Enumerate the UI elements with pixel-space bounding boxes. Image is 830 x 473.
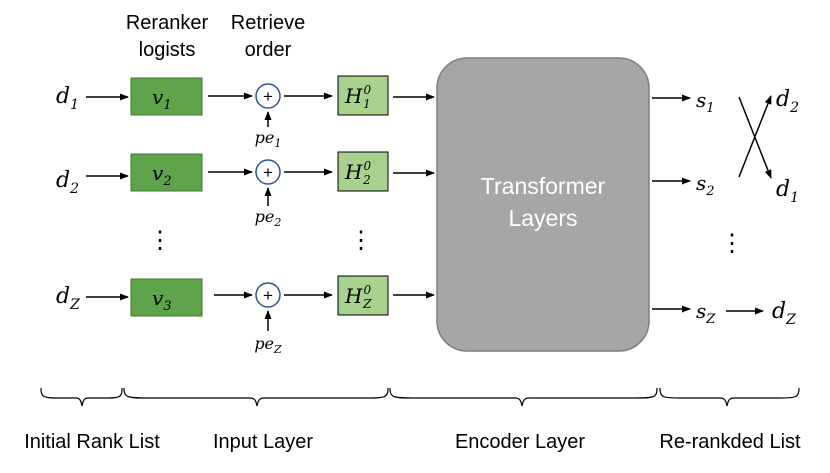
cross-arrow-up [738, 95, 772, 178]
score-2: s2 [696, 171, 715, 199]
section-label-input-layer: Input Layer [213, 431, 313, 453]
reranker-logit-label-z: v3 [152, 286, 172, 314]
output-doc-1: d2 [776, 87, 799, 116]
reranker-logit-label-1: v1 [152, 85, 172, 113]
score-1: s1 [696, 88, 715, 116]
header-retrieve-order: Retrieve [231, 12, 305, 34]
position-embedding-z: peZ [254, 334, 282, 356]
output-doc-2: d1 [776, 177, 799, 206]
brace-initial-rank-list [40, 387, 123, 407]
position-embedding-2: pe2 [255, 207, 282, 229]
section-braces [40, 387, 800, 407]
reranker-logit-label-2: v2 [152, 161, 172, 189]
reranker-logit-box-z [130, 278, 203, 317]
plus-sign-2: + [263, 163, 273, 182]
input-embedding-box-2 [337, 151, 389, 192]
ellipsis-logits: ⋮ [148, 227, 172, 254]
brace-reranked-list [659, 387, 800, 407]
header-reranker-logits: Reranker [126, 12, 209, 34]
plus-circle-1 [255, 83, 281, 109]
reranker-logit-box-2 [130, 153, 203, 192]
input-embedding-box-1 [337, 75, 389, 116]
brace-encoder-layer [389, 387, 658, 407]
header-reranker-logits-line2: logists [139, 39, 196, 61]
transformer-encoder-block [436, 57, 650, 352]
position-embedding-1: pe1 [255, 128, 282, 150]
plus-circle-z [255, 282, 281, 308]
encoder-label-line2: Layers [508, 205, 577, 231]
ellipsis-outputs: ⋮ [720, 230, 744, 257]
section-label-encoder-layer: Encoder Layer [455, 431, 585, 453]
plus-sign-1: + [263, 87, 273, 106]
header-retrieve-order-line2: order [245, 39, 292, 61]
input-embedding-box-z [337, 275, 389, 316]
output-doc-z: dZ [772, 299, 796, 328]
encoder-label-line1: Transformer [481, 173, 606, 199]
input-doc-1: d1 [56, 84, 79, 113]
reranker-logit-box-1 [130, 77, 203, 116]
section-label-reranked-list: Re-rankded List [659, 431, 801, 453]
input-doc-2: d2 [56, 168, 79, 197]
input-doc-z: dZ [56, 284, 80, 313]
score-z: sZ [696, 299, 716, 327]
ellipsis-embeddings: ⋮ [349, 227, 373, 254]
plus-circle-2 [255, 159, 281, 185]
section-label-initial-rank-list: Initial Rank List [24, 431, 160, 453]
plus-sign-z: + [263, 286, 273, 305]
brace-input-layer [123, 387, 389, 407]
